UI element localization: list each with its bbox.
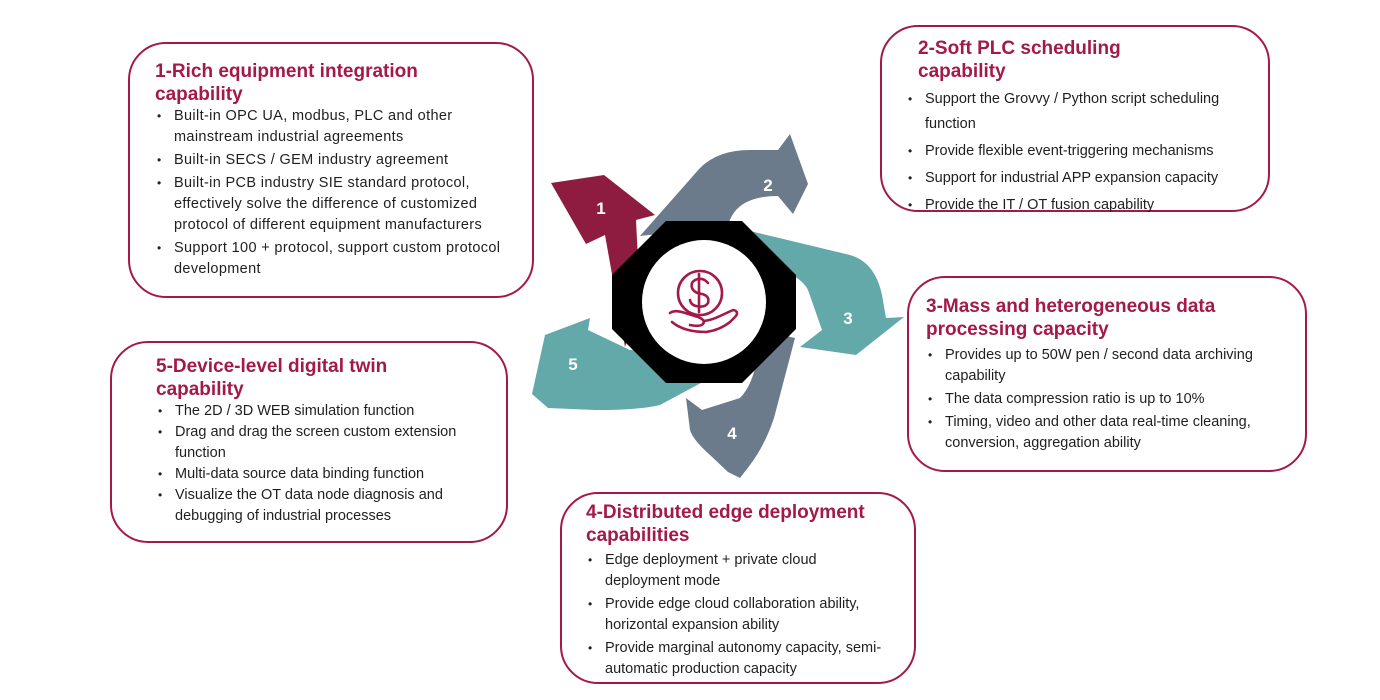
card-2-list: Support the Grovvy / Python script sched… xyxy=(906,87,1248,218)
card-5-item: The 2D / 3D WEB simulation function xyxy=(156,401,486,422)
cycle-arrow-4-number: 4 xyxy=(727,424,737,443)
card-2-item: Provide flexible event-triggering mechan… xyxy=(906,139,1248,164)
capability-card-3: 3-Mass and heterogeneous data processing… xyxy=(907,276,1307,472)
card-4-item: Provide marginal autonomy capacity, semi… xyxy=(586,638,894,680)
capability-card-2: 2-Soft PLC scheduling capability Support… xyxy=(880,25,1270,218)
card-5-item: Drag and drag the screen custom extensio… xyxy=(156,422,486,464)
card-4-item: Edge deployment + private cloud deployme… xyxy=(586,550,894,592)
card-3-item: The data compression ratio is up to 10% xyxy=(926,389,1285,410)
card-4-item: Provide edge cloud collaboration ability… xyxy=(586,594,894,636)
cycle-arrow-5 xyxy=(532,318,725,410)
card-5-item: Multi-data source data binding function xyxy=(156,464,486,485)
card-1-item: Support 100 + protocol, support custom p… xyxy=(155,238,510,280)
card-5-title: 5-Device-level digital twin capability xyxy=(156,356,388,400)
capability-card-5: 5-Device-level digital twin capability T… xyxy=(110,341,508,543)
card-3-title: 3-Mass and heterogeneous data processing… xyxy=(926,296,1216,340)
capability-card-1: 1-Rich equipment integration capability … xyxy=(128,42,534,298)
card-1-item: Built-in OPC UA, modbus, PLC and other m… xyxy=(155,106,510,148)
capability-cycle-diagram: 1 2 3 4 5 xyxy=(532,134,904,478)
card-3-item: Provides up to 50W pen / second data arc… xyxy=(926,345,1285,387)
dollar-hand-icon xyxy=(668,269,739,334)
card-2-item: Support for industrial APP expansion cap… xyxy=(906,166,1248,191)
capability-card-4: 4-Distributed edge deployment capabiliti… xyxy=(560,492,916,684)
cycle-arrow-4 xyxy=(686,330,795,478)
card-3-item: Timing, video and other data real-time c… xyxy=(926,412,1285,454)
card-1-list: Built-in OPC UA, modbus, PLC and other m… xyxy=(155,106,510,280)
card-3-list: Provides up to 50W pen / second data arc… xyxy=(926,345,1285,454)
card-4-title: 4-Distributed edge deployment capabiliti… xyxy=(586,502,865,546)
cycle-arrow-3-number: 3 xyxy=(843,309,852,328)
hub-circle xyxy=(642,240,766,364)
card-2-item: Support the Grovvy / Python script sched… xyxy=(906,87,1248,137)
cycle-arrow-3 xyxy=(746,230,904,355)
card-1-title: 1-Rich equipment integration capability xyxy=(155,61,418,105)
card-2-title: 2-Soft PLC scheduling capability xyxy=(918,38,1121,82)
cycle-arrow-5-number: 5 xyxy=(568,355,577,374)
cycle-arrow-2 xyxy=(640,134,808,236)
card-5-list: The 2D / 3D WEB simulation function Drag… xyxy=(156,401,486,527)
card-4-list: Edge deployment + private cloud deployme… xyxy=(586,550,894,680)
card-1-item: Built-in PCB industry SIE standard proto… xyxy=(155,173,510,236)
card-5-item: Visualize the OT data node diagnosis and… xyxy=(156,485,486,527)
card-2-item: Provide the IT / OT fusion capability xyxy=(906,193,1248,218)
cycle-arrow-2-number: 2 xyxy=(763,176,772,195)
card-1-item: Built-in SECS / GEM industry agreement xyxy=(155,150,510,171)
cycle-arrow-1-number: 1 xyxy=(596,199,605,218)
